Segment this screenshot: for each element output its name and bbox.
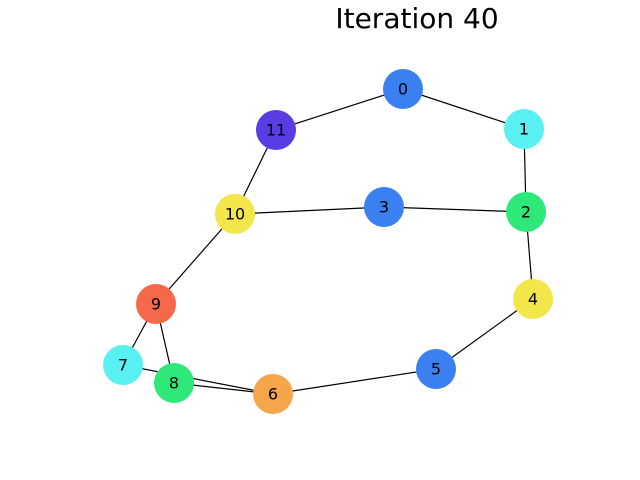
node-5: 5 xyxy=(416,349,456,389)
node-circle xyxy=(154,363,194,403)
node-8: 8 xyxy=(154,363,194,403)
edge-5-6 xyxy=(272,368,437,395)
node-label: 1 xyxy=(519,120,529,139)
node-circle xyxy=(103,345,143,385)
node-label: 10 xyxy=(225,205,245,224)
node-0: 0 xyxy=(383,69,423,109)
node-label: 5 xyxy=(431,360,441,379)
node-label: 3 xyxy=(379,198,389,217)
edge-0-1 xyxy=(402,88,525,130)
node-1: 1 xyxy=(504,109,544,149)
node-circle xyxy=(215,194,255,234)
node-label: 11 xyxy=(266,121,286,140)
node-circle xyxy=(253,374,293,414)
node-label: 2 xyxy=(521,203,531,222)
node-circle xyxy=(364,187,404,227)
node-circle xyxy=(416,349,456,389)
node-circle xyxy=(506,192,546,232)
node-label: 4 xyxy=(528,290,538,309)
node-circle xyxy=(136,284,176,324)
node-4: 4 xyxy=(513,279,553,319)
node-circle xyxy=(513,279,553,319)
node-label: 6 xyxy=(268,385,278,404)
node-3: 3 xyxy=(364,187,404,227)
node-6: 6 xyxy=(253,374,293,414)
edge-2-3 xyxy=(383,206,527,213)
edge-0-11 xyxy=(275,88,404,131)
figure-title: Iteration 40 xyxy=(335,2,498,35)
edge-layer xyxy=(122,88,534,395)
node-label: 9 xyxy=(151,295,161,314)
edge-6-7 xyxy=(122,364,274,395)
node-11: 11 xyxy=(256,110,296,150)
node-circle xyxy=(504,109,544,149)
node-label: 0 xyxy=(398,80,408,99)
node-circle xyxy=(256,110,296,150)
node-2: 2 xyxy=(506,192,546,232)
node-circle xyxy=(383,69,423,109)
node-label: 7 xyxy=(118,356,128,375)
node-label: 8 xyxy=(169,374,179,393)
node-7: 7 xyxy=(103,345,143,385)
edge-3-10 xyxy=(234,206,385,215)
node-9: 9 xyxy=(136,284,176,324)
node-10: 10 xyxy=(215,194,255,234)
node-layer: 0 1 2 3 4 5 6 7 8 9 10 11 xyxy=(103,69,553,414)
